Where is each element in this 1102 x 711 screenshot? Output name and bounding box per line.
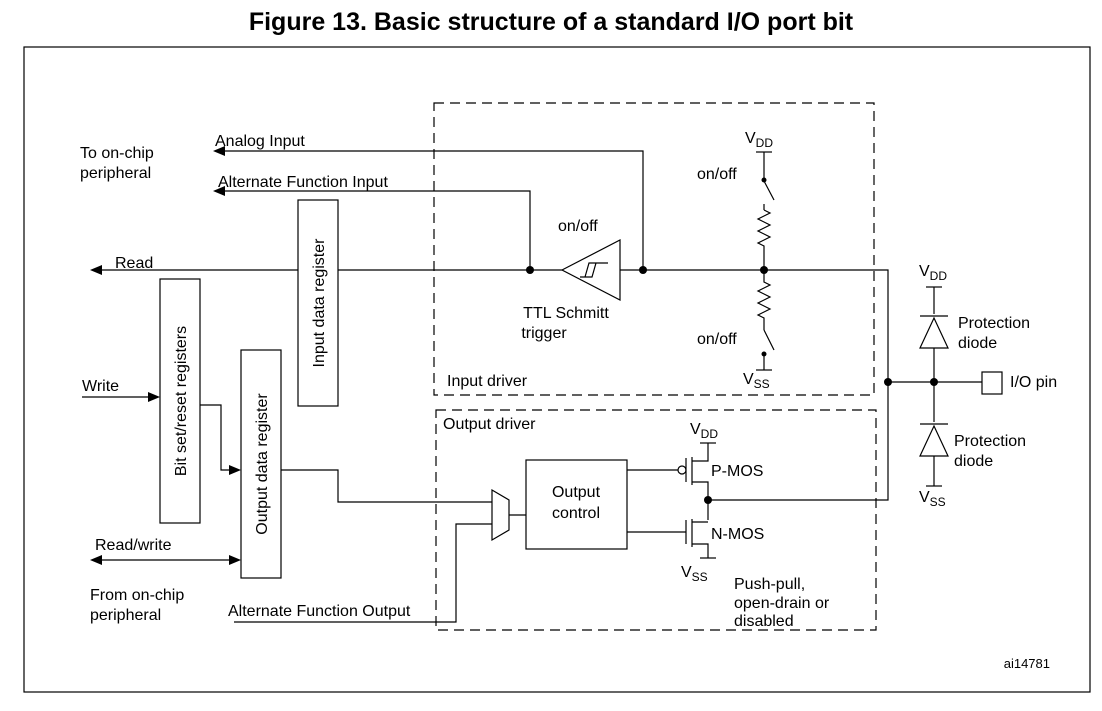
ss-subscript: SS: [930, 495, 946, 509]
pulldown-on-off-label: on/off: [697, 331, 737, 348]
pulldown-switch: [763, 329, 775, 370]
from-onchip-label: peripheral: [90, 607, 161, 624]
output-driver-box: [435, 409, 877, 631]
pmos-vdd-label: VDD: [690, 421, 718, 441]
from-onchip-label: From on-chip: [90, 587, 184, 604]
pmos-label: P-MOS: [711, 463, 763, 480]
input-driver-box: [433, 102, 875, 396]
push-pull-label: Push-pull,: [734, 576, 805, 593]
nmos-channel: [691, 519, 709, 558]
bit-set-reset-registers: [159, 278, 201, 524]
write-label: Write: [82, 378, 119, 395]
alt-func-input-arrow: [213, 186, 225, 196]
protection-diode-upper-symbol: [919, 316, 949, 349]
protection-diode-lower-label: diode: [954, 453, 993, 470]
output-driver-label: Output driver: [443, 416, 536, 433]
io-pin-label: I/O pin: [1010, 374, 1057, 391]
pmos-channel: [691, 443, 709, 520]
bit-set-reset-label: Bit set/reset registers: [173, 326, 190, 476]
outer-frame: [23, 46, 1091, 693]
read-write-arrow-left: [90, 555, 102, 565]
junction-dot: [526, 266, 534, 274]
push-pull-label: open-drain or: [734, 595, 830, 612]
protection-diode-upper-label: Protection: [958, 315, 1030, 332]
alt-func-input-wire: [225, 190, 531, 270]
alt-func-output-wire: [234, 523, 492, 623]
write-arrow: [148, 392, 160, 402]
odr-to-mux-wire: [281, 469, 492, 503]
pullup-vdd-label: VDD: [745, 130, 773, 150]
pullup-switch: [763, 180, 775, 210]
nmos-label: N-MOS: [711, 526, 764, 543]
multiplexer-symbol: [491, 488, 510, 542]
output-data-register-label: Output data register: [254, 393, 271, 535]
input-driver-label: Input driver: [447, 373, 528, 390]
schmitt-on-off-label: on/off: [558, 218, 598, 235]
ss-subscript: SS: [754, 377, 770, 391]
read-write-label: Read/write: [95, 537, 172, 554]
junction-dot: [704, 496, 712, 504]
output-control-label: Output: [552, 484, 601, 501]
v-letter: V: [919, 489, 930, 506]
hysteresis-icon: [580, 262, 608, 278]
ss-subscript: SS: [692, 570, 708, 584]
ttl-trigger-label: trigger: [521, 325, 567, 342]
switch-contact: [761, 177, 767, 183]
alt-func-output-label: Alternate Function Output: [228, 603, 411, 620]
read-arrow: [90, 265, 102, 275]
analog-input-wire: [225, 150, 644, 270]
diode-vdd-label: VDD: [919, 263, 947, 283]
v-letter: V: [743, 371, 754, 388]
junction-dot: [884, 378, 892, 386]
output-control-block: [525, 459, 628, 550]
diode-vss-label: VSS: [919, 489, 946, 509]
output-control-label: control: [552, 505, 600, 522]
output-data-register: [240, 349, 282, 579]
to-onchip-label: To on-chip: [80, 145, 154, 162]
ttl-schmitt-label: TTL Schmitt: [523, 305, 609, 322]
bsr-to-odr-wire: [200, 404, 229, 471]
dd-subscript: DD: [930, 269, 948, 283]
dd-subscript: DD: [701, 427, 719, 441]
pin-node-wire: [620, 269, 889, 382]
io-pin-pad: [981, 371, 1003, 395]
nmos-vss-label: VSS: [681, 564, 708, 584]
figure-title: Figure 13. Basic structure of a standard…: [248, 8, 854, 36]
analog-input-arrow: [213, 146, 225, 156]
pulldown-vss-label: VSS: [743, 371, 770, 391]
analog-input-label: Analog Input: [215, 133, 305, 150]
schmitt-trigger-symbol: [560, 239, 621, 301]
alt-func-input-label: Alternate Function Input: [218, 174, 388, 191]
dd-subscript: DD: [756, 136, 774, 150]
input-data-register: [297, 199, 339, 407]
junction-dot: [639, 266, 647, 274]
protection-diode-lower-label: Protection: [954, 433, 1026, 450]
to-onchip-label: peripheral: [80, 165, 151, 182]
pullup-on-off-label: on/off: [697, 166, 737, 183]
pmos-gate-bubble: [677, 465, 687, 475]
v-letter: V: [681, 564, 692, 581]
protection-diode-lower-symbol: [919, 424, 949, 457]
read-write-arrow-right: [229, 555, 241, 565]
v-letter: V: [919, 263, 930, 280]
switch-contact: [761, 351, 767, 357]
figure-id: ai14781: [1004, 656, 1050, 671]
bsr-to-odr-arrow: [229, 465, 241, 475]
pullup-resistor: [756, 209, 772, 270]
input-data-register-label: Input data register: [311, 238, 328, 368]
v-letter: V: [745, 130, 756, 147]
read-label: Read: [115, 255, 153, 272]
v-letter: V: [690, 421, 701, 438]
push-pull-label: disabled: [734, 613, 794, 630]
nmos-gate: [627, 520, 687, 544]
pulldown-resistor: [756, 270, 772, 330]
protection-diode-upper-label: diode: [958, 335, 997, 352]
